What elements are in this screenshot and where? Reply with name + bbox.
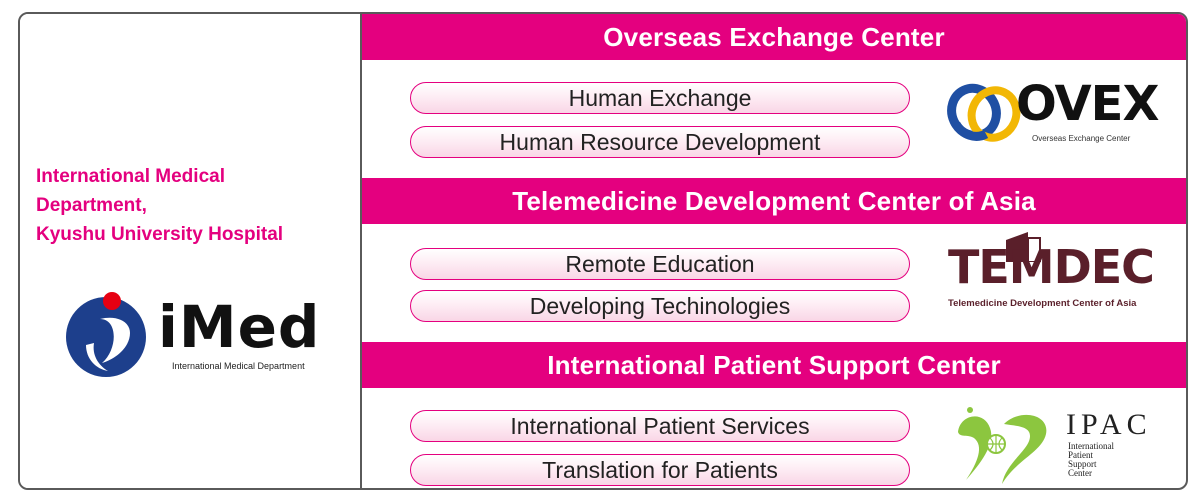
organization-chart: International Medical Department, Kyushu… <box>18 12 1188 490</box>
section-patient-support: International Patient Support Center Int… <box>362 342 1186 488</box>
temdec-logo-text: TEMDEC <box>948 240 1155 294</box>
item-pill: Remote Education <box>410 248 910 280</box>
item-pill: Translation for Patients <box>410 454 910 486</box>
department-name-line-2: Department, <box>36 195 147 216</box>
ovex-rings-icon <box>947 83 1021 142</box>
temdec-logo: TEMDEC Telemedicine Development Center o… <box>948 232 1168 320</box>
ipac-globe-icon <box>958 407 1047 484</box>
ipac-logo: IPAC International Patient Support Cente… <box>950 404 1170 488</box>
department-name-line-3: Kyushu University Hospital <box>36 224 284 245</box>
item-pill: International Patient Services <box>410 410 910 442</box>
temdec-logo-subtitle: Telemedicine Development Center of Asia <box>948 298 1137 309</box>
section-title: International Patient Support Center <box>362 342 1186 388</box>
ovex-logo: OVEX Overseas Exchange Center <box>946 76 1166 152</box>
imed-logo-subtitle: International Medical Department <box>172 361 305 371</box>
department-name: International Medical Department, Kyushu… <box>36 162 356 249</box>
ovex-logo-text: OVEX <box>1016 76 1159 132</box>
ipac-logo-subtitle: International Patient Support Center <box>1068 442 1114 478</box>
temdec-door-icon <box>1006 232 1041 262</box>
ipac-subtitle-line: Center <box>1068 468 1092 478</box>
imed-logo-text: iMed <box>158 293 321 361</box>
ipac-subtitle-line: Patient <box>1068 450 1093 460</box>
imed-logo-icon <box>66 292 146 377</box>
section-title: Telemedicine Development Center of Asia <box>362 178 1186 224</box>
item-pill: Human Exchange <box>410 82 910 114</box>
ipac-subtitle-line: Support <box>1068 459 1097 469</box>
ipac-subtitle-line: International <box>1068 441 1114 451</box>
section-telemedicine: Telemedicine Development Center of Asia … <box>362 178 1186 342</box>
department-name-line-1: International Medical <box>36 166 225 187</box>
section-title: Overseas Exchange Center <box>362 14 1186 60</box>
centers: Overseas Exchange Center Human Exchange … <box>362 14 1186 488</box>
item-pill: Developing Techinologies <box>410 290 910 322</box>
item-pill: Human Resource Development <box>410 126 910 158</box>
imed-logo: iMed International Medical Department <box>60 289 330 389</box>
section-overseas-exchange: Overseas Exchange Center Human Exchange … <box>362 14 1186 178</box>
department-panel: International Medical Department, Kyushu… <box>20 14 362 488</box>
ovex-logo-subtitle: Overseas Exchange Center <box>1032 134 1131 143</box>
ipac-logo-text: IPAC <box>1066 408 1152 441</box>
